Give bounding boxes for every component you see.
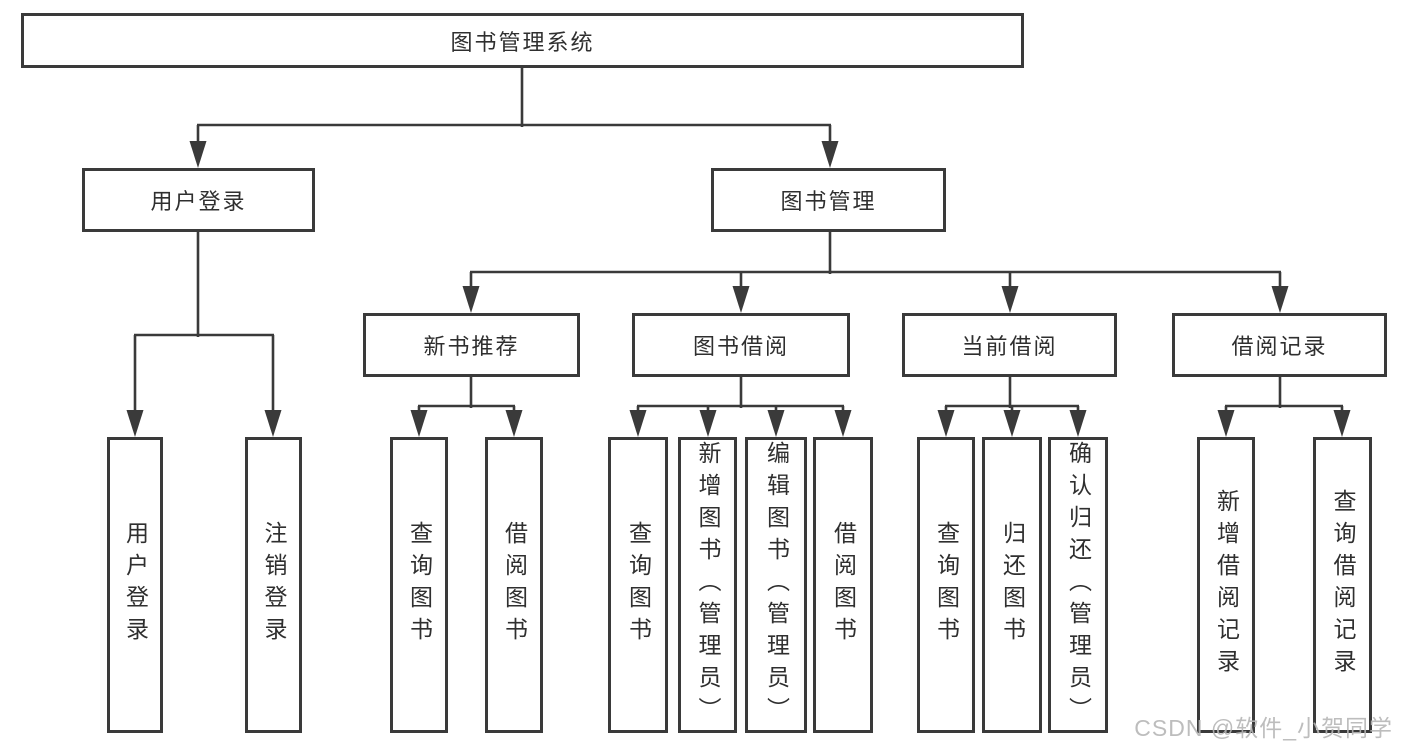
node-leaf-add-borrow-record: 新增借阅记录	[1197, 437, 1255, 733]
node-label-user-login: 用户登录	[150, 189, 247, 214]
node-label-leaf-edit-books-admin: 编辑图书（管理员）	[763, 441, 790, 729]
arrowhead-icon	[699, 410, 717, 437]
node-label-leaf-borrow-books-2: 借阅图书	[830, 521, 857, 649]
arrowhead-icon	[126, 410, 144, 437]
arrowhead-icon	[462, 286, 480, 313]
node-label-leaf-query-books-1: 查询图书	[406, 521, 433, 649]
node-label-leaf-logout: 注销登录	[261, 521, 287, 649]
node-leaf-query-books-3: 查询图书	[917, 437, 975, 733]
node-label-leaf-query-borrow-record: 查询借阅记录	[1330, 489, 1356, 681]
arrowhead-icon	[834, 410, 852, 437]
arrowhead-icon	[937, 410, 955, 437]
node-leaf-edit-books-admin: 编辑图书（管理员）	[745, 437, 807, 733]
node-label-leaf-add-borrow-record: 新增借阅记录	[1213, 489, 1240, 681]
node-user-login: 用户登录	[82, 168, 315, 232]
node-label-leaf-confirm-return-admin: 确认归还（管理员）	[1065, 441, 1092, 729]
node-leaf-confirm-return-admin: 确认归还（管理员）	[1048, 437, 1108, 733]
arrowhead-icon	[189, 141, 207, 168]
node-current-borrowing: 当前借阅	[902, 313, 1117, 377]
node-label-root: 图书管理系统	[450, 29, 595, 55]
node-root: 图书管理系统	[21, 13, 1024, 68]
arrowhead-icon	[821, 141, 839, 168]
arrowhead-icon	[1217, 410, 1235, 437]
node-label-book-management: 图书管理	[780, 189, 877, 214]
node-label-leaf-user-login: 用户登录	[122, 521, 149, 649]
node-label-leaf-borrow-books-1: 借阅图书	[501, 521, 528, 649]
node-leaf-borrow-books-2: 借阅图书	[813, 437, 873, 733]
arrowhead-icon	[410, 410, 428, 437]
node-label-book-borrowing: 图书借阅	[692, 334, 789, 359]
node-book-management: 图书管理	[711, 168, 946, 232]
arrowhead-icon	[1003, 410, 1021, 437]
node-label-borrowing-records: 借阅记录	[1231, 334, 1328, 359]
arrowhead-icon	[1069, 410, 1087, 437]
node-leaf-borrow-books-1: 借阅图书	[485, 437, 543, 733]
node-leaf-query-books-1: 查询图书	[390, 437, 448, 733]
node-label-leaf-query-books-2: 查询图书	[625, 521, 652, 649]
arrowhead-icon	[1333, 410, 1351, 437]
node-book-borrowing: 图书借阅	[632, 313, 850, 377]
node-leaf-add-books-admin: 新增图书（管理员）	[678, 437, 737, 733]
node-label-current-borrowing: 当前借阅	[961, 334, 1058, 359]
node-borrowing-records: 借阅记录	[1172, 313, 1387, 377]
node-leaf-query-books-2: 查询图书	[608, 437, 668, 733]
node-leaf-return-books: 归还图书	[982, 437, 1042, 733]
node-label-leaf-add-books-admin: 新增图书（管理员）	[695, 441, 721, 729]
node-leaf-user-login: 用户登录	[107, 437, 163, 733]
arrowhead-icon	[505, 410, 523, 437]
arrowhead-icon	[767, 410, 785, 437]
node-new-book-recommend: 新书推荐	[363, 313, 580, 377]
node-leaf-query-borrow-record: 查询借阅记录	[1313, 437, 1372, 733]
arrowhead-icon	[732, 286, 750, 313]
arrowhead-icon	[1271, 286, 1289, 313]
watermark-text: CSDN @软件_小贺同学	[1134, 715, 1393, 741]
arrowhead-icon	[264, 410, 282, 437]
node-label-new-book-recommend: 新书推荐	[423, 334, 520, 359]
arrowhead-icon	[629, 410, 647, 437]
node-label-leaf-return-books: 归还图书	[999, 521, 1026, 649]
node-leaf-logout: 注销登录	[245, 437, 302, 733]
arrowhead-icon	[1001, 286, 1019, 313]
node-label-leaf-query-books-3: 查询图书	[933, 521, 960, 649]
